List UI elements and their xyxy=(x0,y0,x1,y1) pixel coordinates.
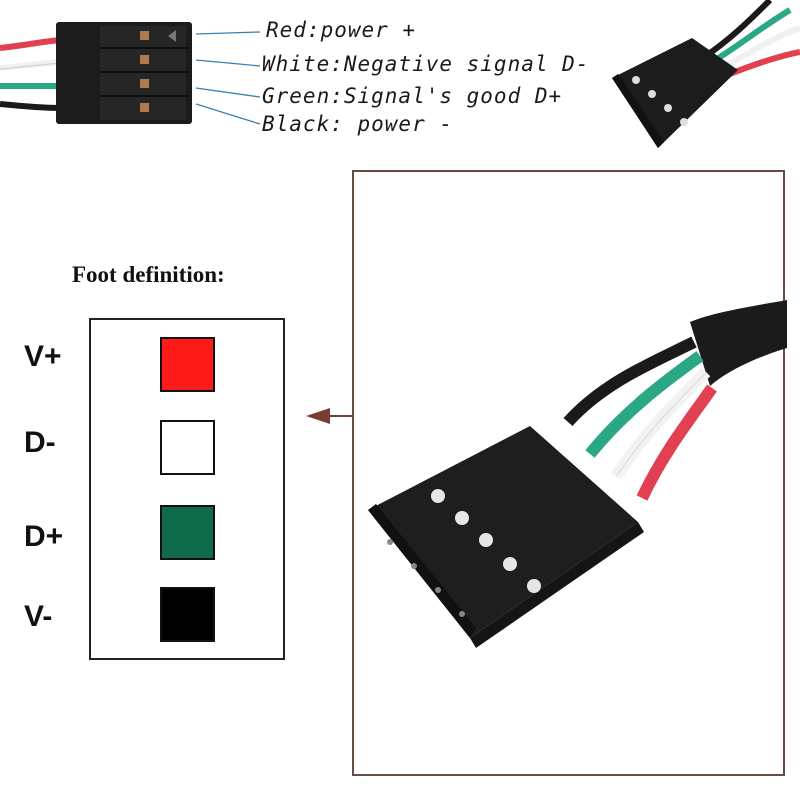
swatch-d-minus xyxy=(160,420,215,475)
connector-closeup-frame xyxy=(352,170,787,776)
connector-closeup-image xyxy=(368,300,787,648)
foot-definition-title: Foot definition: xyxy=(72,262,225,287)
pin-label-v-minus: V- xyxy=(24,600,53,633)
pin-label-v-plus: V+ xyxy=(24,340,62,373)
wire-label-white: White:Negative signal D- xyxy=(262,52,590,76)
foot-definition-legend xyxy=(89,318,285,660)
wire-label-green: Green:Signal's good D+ xyxy=(262,84,563,108)
wire-label-red: Red:power + xyxy=(266,18,417,42)
swatch-d-plus xyxy=(160,505,215,560)
wire-label-black: Black: power - xyxy=(262,112,454,136)
leader-lines xyxy=(195,31,261,125)
left-connector xyxy=(56,22,192,124)
pin-label-d-minus: D- xyxy=(24,426,56,459)
left-wires xyxy=(0,37,61,111)
swatch-v-plus xyxy=(160,337,215,392)
pin-label-d-plus: D+ xyxy=(24,520,64,553)
swatch-v-minus xyxy=(160,587,215,642)
top-right-connector xyxy=(612,0,800,148)
